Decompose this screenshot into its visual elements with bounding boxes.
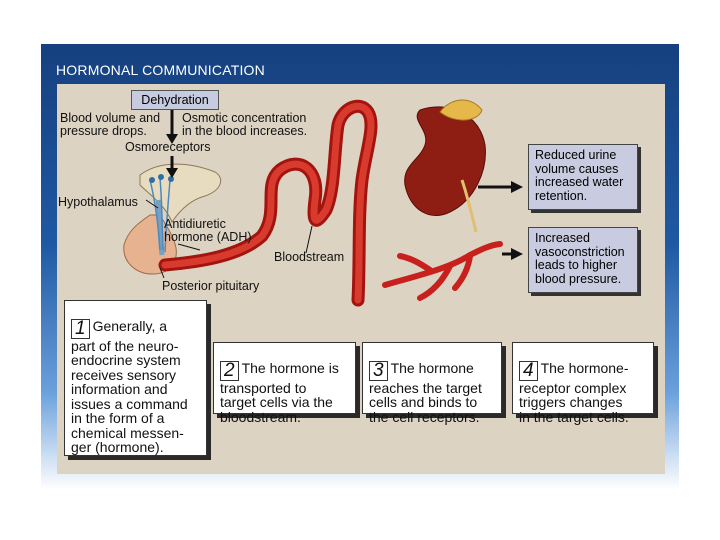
pituitary-stalk (155, 199, 165, 256)
hypothalamus-shape (139, 163, 222, 224)
posterior-pituitary-label: Posterior pituitary (162, 279, 260, 293)
vasoconstriction-result-box: Increased vasoconstriction leads to high… (528, 227, 638, 293)
bloodstream-label: Bloodstream (274, 250, 345, 264)
ureter (460, 179, 478, 233)
blood-volume-label: Blood volume and pressure drops. (60, 111, 161, 138)
arrow-right-2 (511, 248, 523, 260)
adh-label: Antidiuretic hormone (ADH) (164, 217, 252, 244)
arrow-right-1 (511, 181, 523, 193)
neuron-body (158, 174, 164, 180)
step-3-number: 3 (369, 360, 388, 381)
artery-branches (382, 241, 503, 301)
adrenal-gland (439, 99, 483, 121)
osmoreceptors-label: Osmoreceptors (125, 140, 211, 154)
step-2-number: 2 (220, 360, 239, 381)
step-3-text: The hormone reaches the target cells and… (369, 359, 482, 425)
urine-result-box: Reduced urine volume causes increased wa… (528, 144, 638, 210)
arrow-down-2 (166, 168, 178, 178)
step-4-text: The hormone- receptor complex triggers c… (519, 359, 629, 425)
step-4-number: 4 (519, 360, 538, 381)
neurons (149, 177, 171, 253)
step-2-text: The hormone is transported to target cel… (220, 359, 339, 425)
neuron-body (149, 177, 155, 183)
step-1-number: 1 (71, 318, 90, 339)
hypothalamus-label: Hypothalamus (58, 195, 138, 209)
neuron-body (168, 176, 174, 182)
dehydration-box: Dehydration (131, 90, 219, 110)
step-1-text: Generally, a part of the neuro- endocrin… (71, 317, 188, 455)
osmotic-label: Osmotic concentration in the blood incre… (182, 111, 308, 138)
kidney-shape (404, 106, 486, 217)
slide-title: HORMONAL COMMUNICATION (56, 62, 265, 78)
arrow-down-1 (166, 134, 178, 144)
